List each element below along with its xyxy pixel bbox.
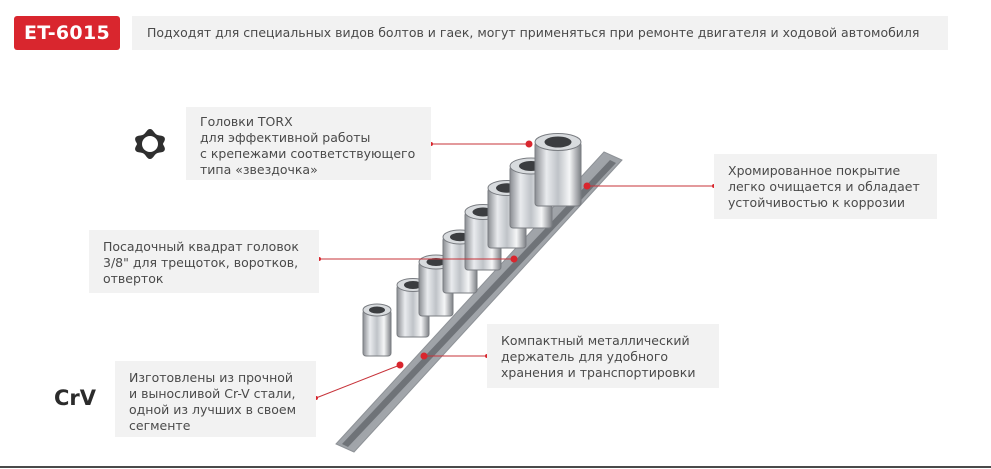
callout-holder-line-2: держатель для удобного <box>501 349 669 364</box>
crv-material-label: CrV <box>54 386 97 410</box>
callout-chrome-line-1: Хромированное покрытие <box>728 163 901 178</box>
headline-description: Подходят для специальных видов болтов и … <box>132 16 948 50</box>
sockets <box>362 133 582 357</box>
callout-torx-line-3: с крепежами соответствующего <box>200 146 416 161</box>
product-code-badge: ET-6015 <box>14 16 120 50</box>
callout-torx-line-4: типа «звездочка» <box>200 162 318 177</box>
callout-square-line-3: отверток <box>103 271 164 286</box>
callout-torx-line-1: Головки TORX <box>200 114 293 129</box>
callout-square-drive: Посадочный квадрат головок 3/8" для трещ… <box>89 230 319 293</box>
callout-markers <box>314 140 716 400</box>
callout-torx: Головки TORX для эффективной работы с кр… <box>186 107 431 180</box>
callout-chrome-line-3: устойчивостью к коррозии <box>728 195 905 210</box>
callout-square-line-2: 3/8" для трещоток, воротков, <box>103 255 299 270</box>
torx-star-icon <box>135 129 165 159</box>
callout-crv-line-1: Изготовлены из прочной <box>129 370 294 385</box>
callout-square-line-1: Посадочный квадрат головок <box>103 239 299 254</box>
callout-holder: Компактный металлический держатель для у… <box>487 324 719 388</box>
bottom-divider <box>0 466 991 468</box>
callout-crv-steel: Изготовлены из прочной и выносливой Cr-V… <box>115 361 316 437</box>
callout-chrome: Хромированное покрытие легко очищается и… <box>714 154 937 219</box>
callout-crv-line-4: сегменте <box>129 418 191 433</box>
callout-chrome-line-2: легко очищается и обладает <box>728 179 920 194</box>
callout-leader-lines <box>315 143 714 399</box>
callout-holder-line-3: хранения и транспортировки <box>501 365 696 380</box>
callout-crv-line-2: и выносливой Cr-V стали, <box>129 386 296 401</box>
callout-crv-line-3: одной из лучших в своем <box>129 402 297 417</box>
socket-1 <box>362 303 392 357</box>
callout-holder-line-1: Компактный металлический <box>501 333 690 348</box>
callout-torx-line-2: для эффективной работы <box>200 130 371 145</box>
socket-8 <box>534 133 582 207</box>
